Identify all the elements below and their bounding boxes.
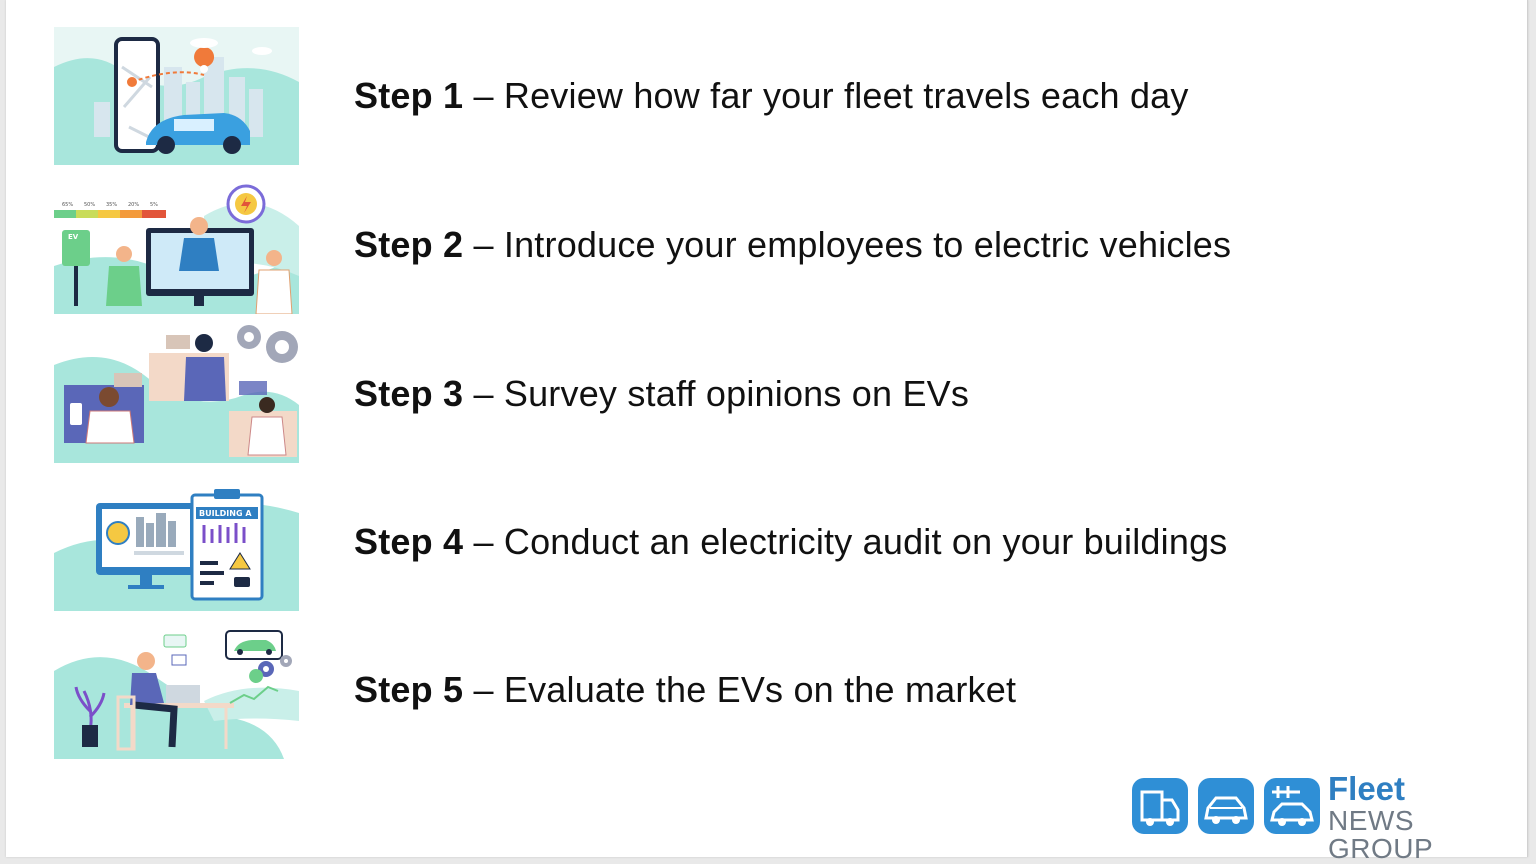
step-4-text: Step 4 – Conduct an electricity audit on…: [354, 521, 1228, 563]
step-5: Step 5 – Evaluate the EVs on the market: [54, 621, 1354, 759]
scale-label-2: 35%: [106, 202, 117, 208]
step-5-illustration: [54, 621, 299, 759]
logo-wordmark: Fleet NEWS GROUP: [1328, 772, 1522, 863]
step-5-label: Step 5: [354, 669, 464, 710]
step-1-description: – Review how far your fleet travels each…: [463, 75, 1189, 116]
scale-label-1: 50%: [84, 202, 95, 208]
step-2: 65% 50% 35% 20% 5% EV: [54, 176, 1354, 314]
step-4: BUILDING A Step 4 – Conduct an electrici…: [54, 473, 1354, 611]
slide: Step 1 – Review how far your fleet trave…: [6, 0, 1528, 863]
slide-edge: [1527, 0, 1528, 857]
step-3-illustration: [54, 325, 299, 463]
step-5-text: Step 5 – Evaluate the EVs on the market: [354, 669, 1016, 711]
step-2-illustration: 65% 50% 35% 20% 5% EV: [54, 176, 299, 314]
step-5-description: – Evaluate the EVs on the market: [463, 669, 1017, 710]
step-1-illustration: [54, 27, 299, 165]
electric-car-icon: [1264, 778, 1320, 834]
scale-label-4: 5%: [150, 202, 158, 208]
logo-line-2: NEWS GROUP: [1328, 805, 1434, 864]
ev-sign-text: EV: [68, 233, 79, 241]
step-4-illustration: BUILDING A: [54, 473, 299, 611]
logo-line-1: Fleet: [1328, 770, 1406, 807]
step-1: Step 1 – Review how far your fleet trave…: [54, 27, 1354, 165]
truck-icon: [1132, 778, 1188, 834]
building-board-title: BUILDING A: [199, 509, 252, 518]
step-3-text: Step 3 – Survey staff opinions on EVs: [354, 373, 969, 415]
scale-label-0: 65%: [62, 202, 73, 208]
step-1-label: Step 1: [354, 75, 464, 116]
step-4-label: Step 4: [354, 521, 464, 562]
step-3: Step 3 – Survey staff opinions on EVs: [54, 325, 1354, 463]
car-icon: [1198, 778, 1254, 834]
step-2-text: Step 2 – Introduce your employees to ele…: [354, 224, 1231, 266]
step-2-description: – Introduce your employees to electric v…: [463, 224, 1232, 265]
step-3-label: Step 3: [354, 373, 464, 414]
step-1-text: Step 1 – Review how far your fleet trave…: [354, 75, 1189, 117]
step-2-label: Step 2: [354, 224, 464, 265]
step-3-description: – Survey staff opinions on EVs: [463, 373, 970, 414]
scale-label-3: 20%: [128, 202, 139, 208]
step-4-description: – Conduct an electricity audit on your b…: [463, 521, 1228, 562]
fleet-news-group-logo: Fleet NEWS GROUP: [1132, 772, 1522, 863]
